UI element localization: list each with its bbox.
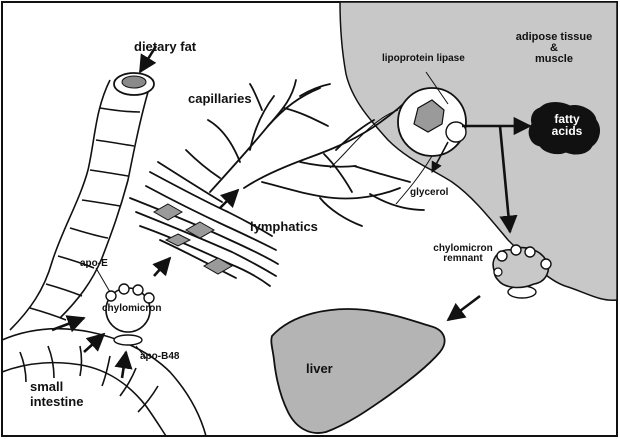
arrow-icon [220, 190, 238, 208]
dietary-fat-label: dietary fat [134, 40, 196, 53]
liver-organ [271, 309, 444, 433]
apo-e-leader [96, 268, 110, 292]
glycerol-label: glycerol [410, 188, 448, 198]
chylomicron-label: chylomicron [102, 304, 161, 314]
lipoprotein-lipase-label: lipoprotein lipase [382, 54, 465, 64]
small-intestine-line-1: small [30, 380, 83, 395]
fatty-acids-label: fatty acids [544, 113, 590, 137]
intestine-lumen [122, 76, 146, 88]
arrow-icon [84, 334, 104, 352]
arrow-icon [122, 352, 126, 378]
arrow-icon [52, 318, 84, 330]
capillaries-label: capillaries [188, 92, 252, 105]
liver-label: liver [306, 362, 333, 375]
adipose-tissue-label: adipose tissue & muscle [508, 32, 600, 65]
adipose-line-3: muscle [508, 54, 600, 65]
apo-b48-label: apo-B48 [140, 352, 179, 362]
arrow-icon [448, 296, 480, 320]
lymphatics-label: lymphatics [250, 220, 318, 233]
fatty-acids-line-2: acids [544, 125, 590, 137]
chylomicron-remnant-label: chylomicron remnant [424, 244, 502, 264]
remnant-line-2: remnant [424, 254, 502, 264]
small-intestine-label: small intestine [30, 380, 83, 410]
arrow-icon [154, 258, 170, 276]
chylomicron-particle [106, 284, 154, 345]
apo-e-label: apo-E [80, 259, 108, 269]
small-intestine-line-2: intestine [30, 395, 83, 410]
